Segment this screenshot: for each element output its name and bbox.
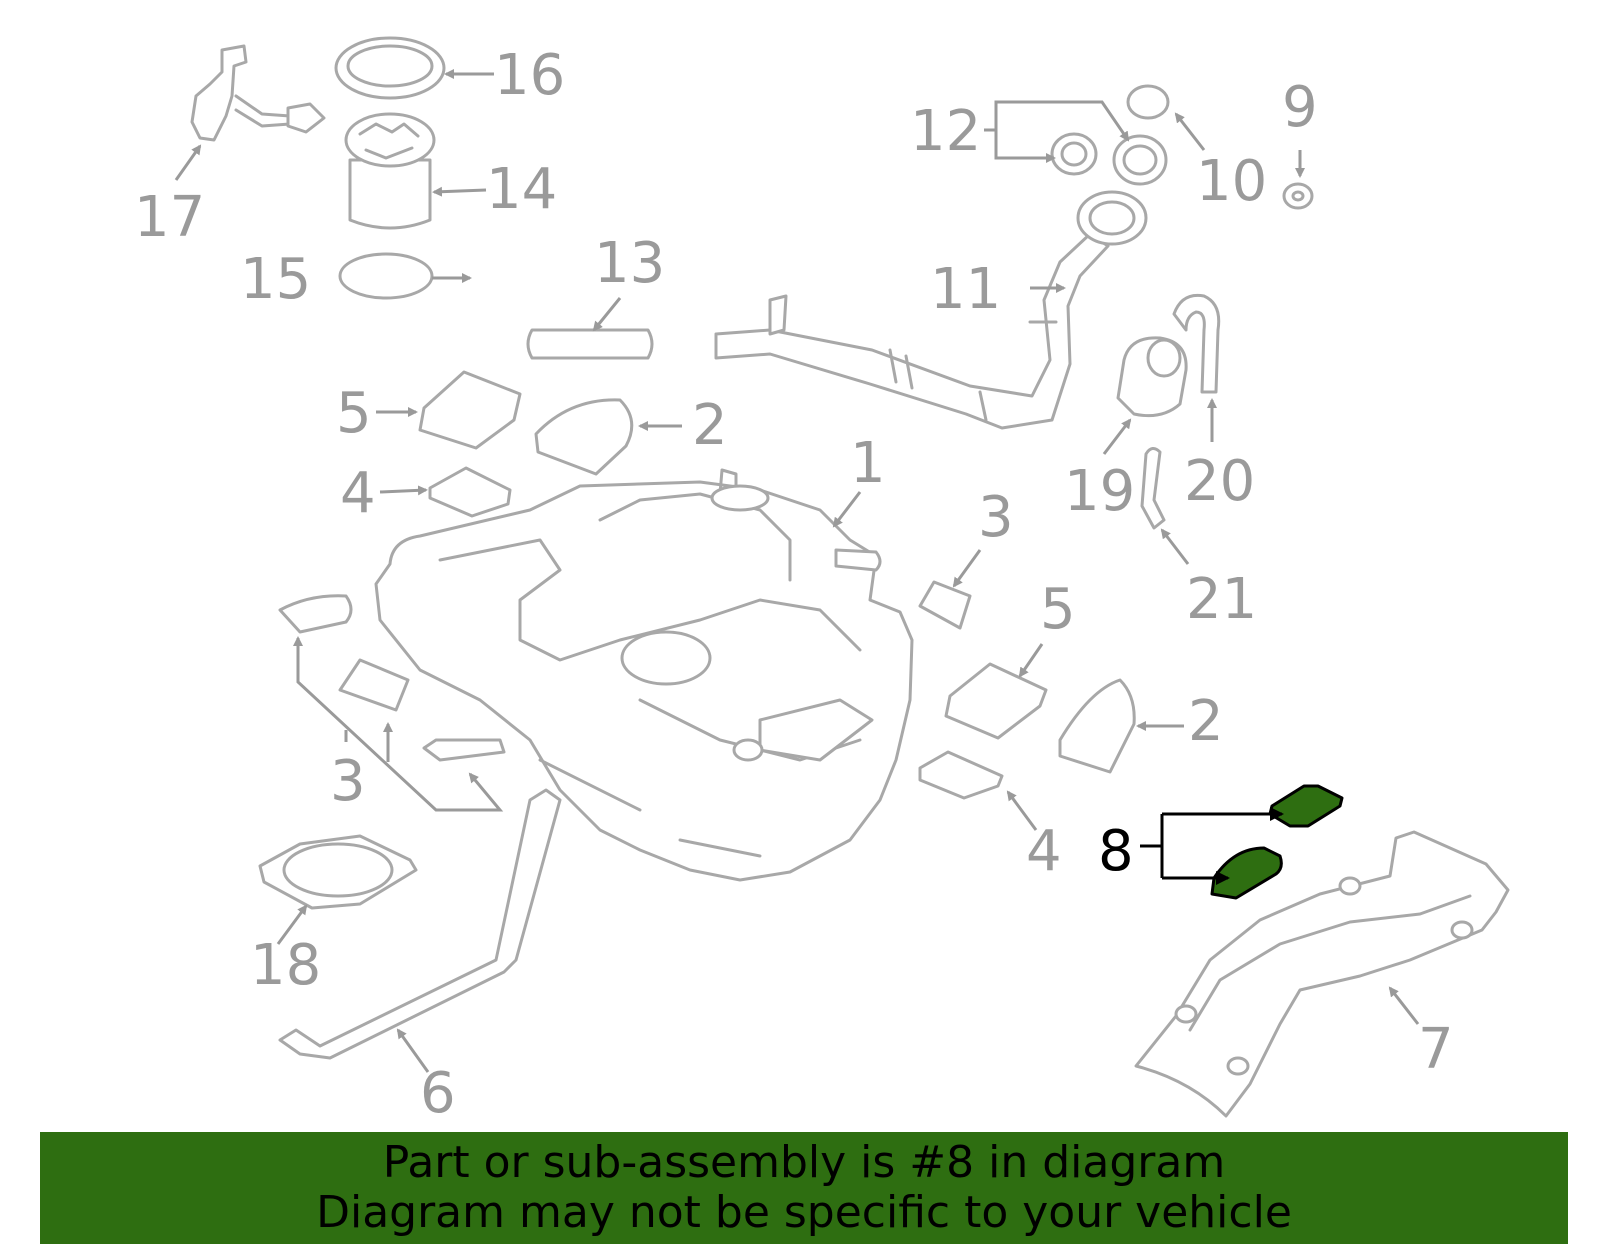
insulator-pad-5b: [944, 662, 1048, 740]
filler-bracket: [1116, 336, 1188, 418]
callout-4-upper: 4: [340, 461, 376, 526]
leader-arrows: [174, 69, 1420, 1073]
fuel-level-sender: [190, 44, 326, 142]
insulator-pad-3d: [918, 580, 972, 630]
callout-12: 12: [910, 99, 981, 164]
insulator-pad-3b: [338, 658, 410, 712]
insulator-pad-3a: [278, 594, 353, 634]
insulator-pad-3c: [422, 738, 506, 762]
callout-6: 6: [420, 1061, 456, 1126]
callout-13: 13: [594, 231, 665, 296]
insulator-pad-2b: [1058, 678, 1136, 774]
callout-labels: 16 14 17 15 13 12 11 10 9 19 20 21 5 2 4…: [134, 43, 1454, 1126]
callout-3-left: 3: [330, 749, 366, 814]
callout-8-bracket: [1140, 807, 1284, 885]
callout-3-right: 3: [978, 485, 1014, 550]
highlighted-pad-8b: [1210, 846, 1283, 900]
highlighted-pad-8a: [1268, 784, 1344, 828]
callout-20: 20: [1184, 449, 1255, 514]
insulator-pad-4a: [428, 466, 512, 518]
pump-gasket: [338, 252, 434, 300]
banner-line-1: Part or sub-assembly is #8 in diagram: [382, 1137, 1226, 1188]
heat-shield: [1134, 830, 1510, 1118]
callout-4-right: 4: [1026, 819, 1062, 884]
callout-11: 11: [930, 257, 1001, 322]
callout-8: 8: [1098, 819, 1134, 884]
callout-15: 15: [240, 247, 311, 312]
callout-5-upper: 5: [336, 381, 372, 446]
callout-16: 16: [494, 43, 565, 108]
callout-2-right: 2: [1188, 689, 1224, 754]
vent-hose: [526, 328, 654, 360]
insulator-pad-4b: [918, 750, 1004, 800]
info-banner: Part or sub-assembly is #8 in diagram Di…: [40, 1132, 1568, 1244]
fuel-tank: [374, 468, 914, 882]
callout-1: 1: [850, 431, 886, 496]
callout-5-right: 5: [1040, 577, 1076, 642]
tank-strap: [278, 788, 562, 1060]
callout-2-upper: 2: [692, 393, 728, 458]
banner-line-2: Diagram may not be specific to your vehi…: [316, 1187, 1292, 1238]
callout-18: 18: [250, 933, 321, 998]
callout-17: 17: [134, 185, 205, 250]
lock-ring: [334, 36, 446, 100]
insulator-pad-5a: [418, 370, 522, 450]
callout-9: 9: [1282, 75, 1318, 140]
insulator-pad-2a: [534, 398, 634, 476]
fuel-pump-module: [344, 112, 436, 230]
filler-pipe: [714, 190, 1148, 430]
hose-clip: [1140, 447, 1166, 530]
callout-14: 14: [486, 157, 557, 222]
filler-seals: [1050, 84, 1314, 210]
callout-7: 7: [1418, 1017, 1454, 1082]
callout-19: 19: [1064, 459, 1135, 524]
breather-hose: [1172, 293, 1221, 394]
access-cover: [258, 834, 418, 910]
callout-10: 10: [1196, 149, 1267, 214]
callout-21: 21: [1186, 567, 1257, 632]
